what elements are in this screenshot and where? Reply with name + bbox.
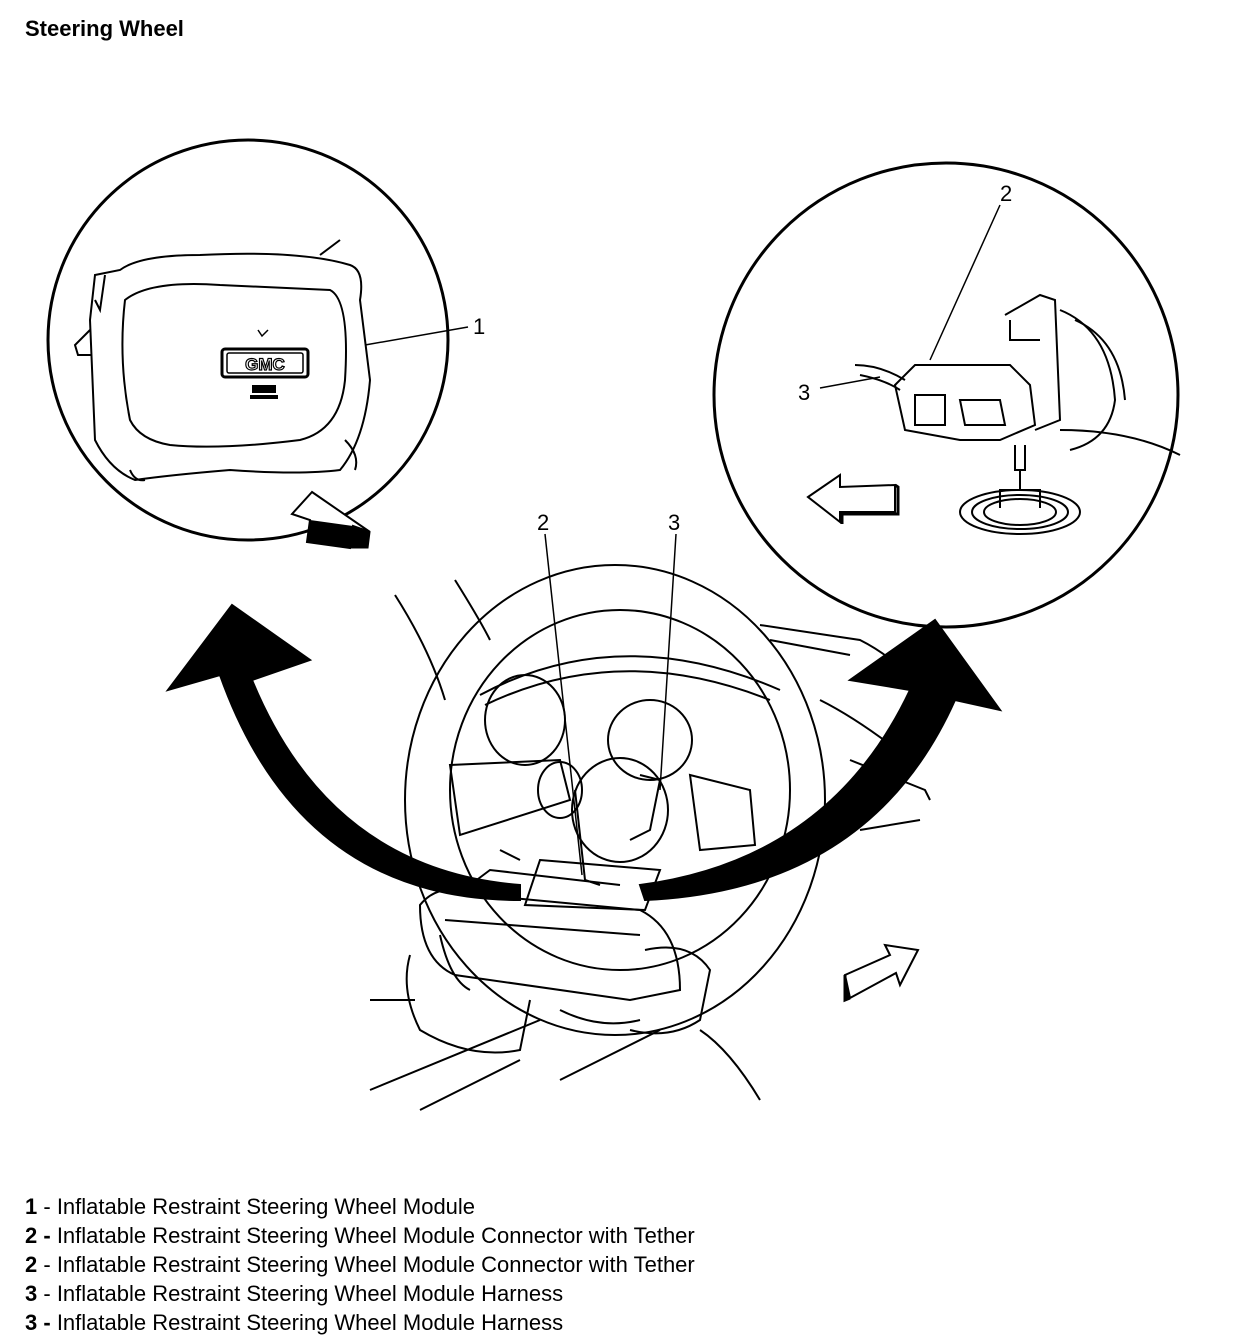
direction-arrow-icon: [290, 490, 371, 550]
callout-2-center: 2: [537, 510, 549, 535]
steering-wheel-diagram: GMC 1: [46, 138, 1181, 1111]
detail-circle-connector: 2 3: [712, 161, 1181, 629]
legend-row: 2 - Inflatable Restraint Steering Wheel …: [25, 1252, 695, 1277]
direction-arrow-upright-icon: [843, 943, 920, 1003]
legend-row: 3 - Inflatable Restraint Steering Wheel …: [25, 1281, 564, 1306]
curved-arrow-right-icon: [638, 618, 1003, 902]
legend-row: 2 - Inflatable Restraint Steering Wheel …: [25, 1223, 695, 1248]
callout-3-center: 3: [668, 510, 680, 535]
curved-arrow-left-icon: [165, 603, 521, 902]
callout-3-harness: 3: [798, 380, 810, 405]
legend-row: 3 - Inflatable Restraint Steering Wheel …: [25, 1310, 564, 1335]
gmc-logo: GMC: [220, 329, 310, 399]
connector-drawing: [854, 293, 1181, 535]
page-title: Steering Wheel: [25, 16, 184, 41]
legend-row: 1 - Inflatable Restraint Steering Wheel …: [25, 1194, 476, 1219]
callout-1-module: 1: [473, 314, 485, 339]
detail-circle-module: GMC 1: [46, 138, 485, 550]
logo-text: GMC: [245, 355, 285, 374]
callout-2-connector: 2: [1000, 181, 1012, 206]
airbag-module-drawing: [73, 239, 372, 482]
steering-wheel-scene: [369, 564, 931, 1111]
legend: 1 - Inflatable Restraint Steering Wheel …: [25, 1192, 695, 1337]
direction-arrow-left-icon: [806, 473, 900, 525]
